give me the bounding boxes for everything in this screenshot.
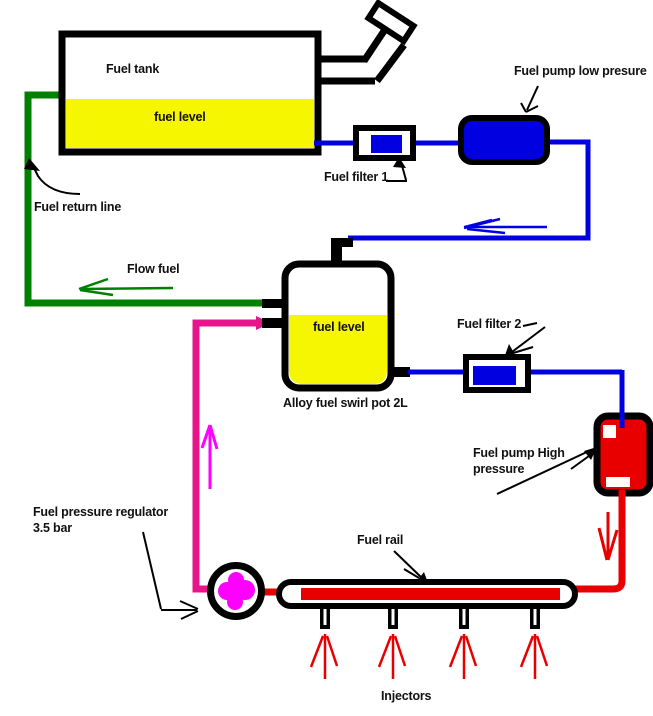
fuel-rail-label: Fuel rail [357, 533, 404, 547]
injector-spray-arrow-icon [309, 634, 339, 679]
filler-neck [315, 0, 418, 85]
flow-fuel-arrow-icon [78, 277, 174, 297]
fuel-tank [58, 30, 322, 156]
regulator-label-line2: 3.5 bar [33, 521, 72, 535]
fuel-tank-label: Fuel tank [106, 62, 160, 76]
return-line-pointer-arrow-icon [24, 158, 81, 195]
pot-regulator-stub [262, 318, 288, 328]
fuel-filter-2-label: Fuel filter 2 [457, 317, 522, 331]
fuel-rail [276, 579, 578, 609]
regulator-label: Fuel pressure regulator 3.5 bar [33, 504, 168, 536]
fuel-filter-1-label: Fuel filter 1 [324, 170, 389, 184]
injectors-label: Injectors [381, 689, 432, 703]
high-pressure-fuel-line [572, 490, 626, 593]
fuel-pump-high-label-line2: pressure [473, 462, 525, 476]
regulator-pointer-arrow-icon [142, 531, 199, 620]
tank-fuel-level-fill [66, 99, 314, 148]
filter1-pointer-arrow-icon [386, 157, 407, 182]
injector-spray-arrow-icon [519, 634, 549, 679]
alloy-fuel-swirl-pot [262, 260, 410, 392]
regulator-return-line-pipe [192, 316, 271, 593]
swirl-pot-label: Alloy fuel swirl pot 2L [283, 396, 408, 410]
filler-cap [364, 0, 418, 46]
fuel-pump-low-pressure [458, 115, 550, 165]
flow-fuel-label: Flow fuel [127, 262, 180, 276]
fuel-filter-1 [353, 125, 416, 161]
injector-spray-arrow-icon [377, 634, 407, 679]
fuel-return-line-label: Fuel return line [34, 200, 122, 214]
rail-pointer-arrow-icon [393, 550, 428, 583]
fuel-pump-low-label: Fuel pump low presure [514, 64, 647, 78]
filter2-pointer-arrow-icon [504, 322, 546, 358]
pot-fuel-level-label: fuel level [313, 320, 365, 334]
injector [530, 604, 540, 629]
blue-flow-arrow-icon [463, 217, 547, 235]
pump-low-pointer-arrow-icon [520, 85, 539, 113]
regulator-label-line1: Fuel pressure regulator [33, 505, 169, 519]
fuel-filter-2 [463, 354, 531, 393]
pink-flow-up-arrow-icon [200, 424, 219, 489]
injector-spray-arrow-icon [448, 634, 478, 679]
injector [459, 604, 469, 629]
injector [388, 604, 398, 629]
pump-high-pointer-arrow-icon [496, 447, 597, 495]
injector [320, 604, 330, 629]
tank-fuel-level-label: fuel level [154, 110, 206, 124]
fuel-pump-high-label-line1: Fuel pump High [473, 446, 565, 460]
fuel-pressure-regulator [207, 562, 265, 620]
fuel-pump-high-label: Fuel pump High pressure [473, 445, 565, 477]
red-flow-down-arrow-icon [597, 512, 619, 561]
low-pressure-fuel-line [314, 139, 591, 241]
pot-outlet-stub [388, 367, 410, 377]
swirl-pot-inlet-elbow [331, 238, 353, 268]
pot-fuel-level-fill [289, 315, 387, 384]
pot-return-stub [262, 299, 288, 308]
fuel-return-line-pipe [24, 91, 266, 307]
